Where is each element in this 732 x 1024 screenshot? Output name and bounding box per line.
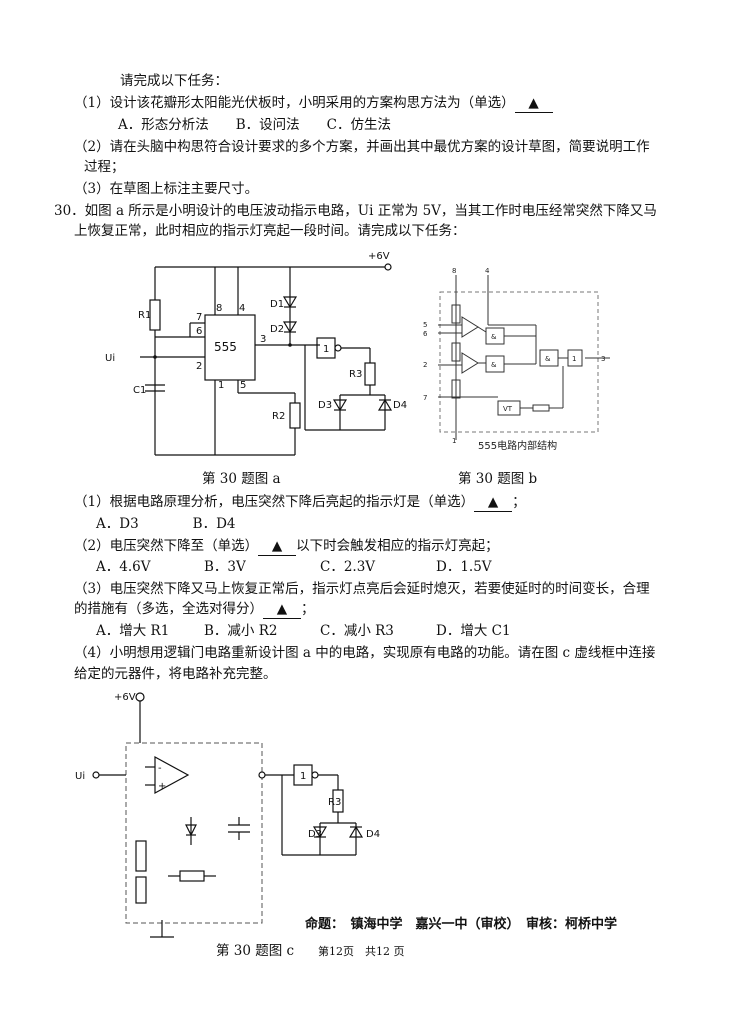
label-pin5: 5 bbox=[240, 380, 246, 391]
label-chip: 555 bbox=[214, 340, 237, 354]
label-ui: Ui bbox=[105, 353, 115, 364]
label-d3: D3 bbox=[318, 400, 332, 411]
pin-1-label: 1 bbox=[452, 437, 456, 445]
figure-c-circuit: +6V Ui - + 1 R3 D3 D4 bbox=[75, 692, 380, 938]
q30-line2: 上恢复正常，此时相应的指示灯亮起一段时间。请完成以下任务： bbox=[74, 223, 466, 239]
pin-5-label: 5 bbox=[423, 321, 427, 329]
label-pin1: 1 bbox=[218, 380, 224, 391]
pin-7-label: 7 bbox=[423, 394, 427, 402]
q30-sub4-line1: （4）小明想用逻辑门电路重新设计图 a 中的电路，实现原有电路的功能。请在图 c… bbox=[74, 645, 656, 661]
caption-figure-a: 第 30 题图 a bbox=[202, 471, 281, 487]
not-gate-label: 1 bbox=[572, 355, 576, 363]
q30-sub3-opt-d: D．增大 C1 bbox=[436, 623, 511, 639]
caption-figure-c: 第 30 题图 c bbox=[216, 943, 295, 959]
pin-2-label: 2 bbox=[423, 361, 427, 369]
label-d4: D4 bbox=[393, 400, 407, 411]
label-c-ui: Ui bbox=[75, 771, 85, 782]
q30-sub1-options: A．D3 B．D4 bbox=[96, 516, 236, 532]
answer-blank[interactable]: ▲ bbox=[258, 537, 297, 556]
q30-sub2-opt-d: D．1.5V bbox=[436, 559, 492, 575]
label-pin8: 8 bbox=[216, 303, 222, 314]
credits: 命题： 镇海中学 嘉兴一中（审校） 审核：柯桥中学 bbox=[305, 917, 618, 932]
pin-6-label: 6 bbox=[423, 330, 428, 338]
label-d2: D2 bbox=[270, 324, 284, 335]
label-gate: 1 bbox=[323, 344, 329, 355]
label-c-d3: D3 bbox=[308, 829, 322, 840]
label-r1: R1 bbox=[138, 310, 151, 321]
label-c1: C1 bbox=[133, 385, 146, 396]
label-pin2: 2 bbox=[196, 361, 202, 372]
q30-sub2-opt-c: C．2.3V bbox=[320, 559, 376, 575]
answer-blank[interactable]: ▲ bbox=[514, 94, 553, 113]
q30-sub3-opt-b: B．减小 R2 bbox=[204, 623, 278, 639]
q29-sub1-options: A．形态分析法 B．设问法 C．仿生法 bbox=[118, 117, 391, 133]
q30-sub3-opt-c: C．减小 R3 bbox=[320, 623, 394, 639]
q30-sub2-opt-a: A．4.6V bbox=[96, 559, 151, 575]
q30-sub3-opt-a: A．增大 R1 bbox=[96, 623, 170, 639]
figure-a-circuit: +6V R1 C1 Ui 555 8 4 7 6 2 1 5 3 D1 D2 1… bbox=[105, 251, 407, 456]
caption-figure-b: 第 30 题图 b bbox=[458, 471, 538, 487]
and-gate-1-label: & bbox=[491, 333, 497, 341]
q29-sub1: （1）设计该花瓣形太阳能光伏板时，小明采用的方案构思方法为（单选）▲ bbox=[74, 94, 553, 113]
label-r2: R2 bbox=[272, 411, 285, 422]
label-c-d4: D4 bbox=[366, 829, 380, 840]
label-c-plus: + bbox=[158, 781, 166, 792]
label-c-r3: R3 bbox=[328, 797, 341, 808]
vt-label: VT bbox=[503, 405, 513, 413]
pin-3-label: 3 bbox=[601, 355, 605, 363]
pin-8-label: 8 bbox=[452, 267, 456, 275]
q30-sub3-line2: 的措施有（多选，全选对得分）▲； bbox=[74, 600, 315, 619]
label-c-minus: - bbox=[158, 763, 162, 774]
q30-sub1: （1）根据电路原理分析，电压突然下降后亮起的指示灯是（单选）▲； bbox=[74, 493, 526, 512]
pin-4-label: 4 bbox=[485, 267, 490, 275]
label-supply: +6V bbox=[368, 251, 390, 262]
label-pin4: 4 bbox=[239, 303, 245, 314]
internal-caption: 555电路内部结构 bbox=[478, 439, 557, 452]
answer-blank[interactable]: ▲ bbox=[474, 493, 513, 512]
figure-b-555-internal: 8 4 5 6 2 7 3 1 & & & 1 VT 555电路内部结构 bbox=[423, 267, 610, 452]
label-pin3: 3 bbox=[260, 334, 266, 345]
answer-blank[interactable]: ▲ bbox=[263, 600, 301, 619]
label-pin6: 6 bbox=[196, 326, 202, 337]
label-pin7: 7 bbox=[196, 312, 202, 323]
label-c-gate: 1 bbox=[300, 771, 306, 782]
q30-sub2-opt-b: B．3V bbox=[204, 559, 246, 575]
page-number: 第12页 共12 页 bbox=[318, 945, 405, 958]
and-gate-3-label: & bbox=[545, 355, 551, 363]
and-gate-2-label: & bbox=[491, 361, 497, 369]
label-r3: R3 bbox=[349, 369, 362, 380]
q30-line1: 30．如图 a 所示是小明设计的电压波动指示电路，Ui 正常为 5V，当其工作时… bbox=[54, 203, 657, 219]
q29-intro: 请完成以下任务： bbox=[120, 73, 228, 89]
q30-sub3-line1: （3）电压突然下降又马上恢复正常后，指示灯点亮后会延时熄灭，若要使延时的时间变长… bbox=[74, 581, 650, 597]
label-d1: D1 bbox=[270, 299, 284, 310]
q29-sub2-line1: （2）请在头脑中构思符合设计要求的多个方案，并画出其中最优方案的设计草图，简要说… bbox=[74, 139, 650, 155]
label-c-supply: +6V bbox=[114, 692, 136, 703]
q29-sub2-line2: 过程； bbox=[84, 159, 125, 175]
q30-sub4-line2: 给定的元器件，将电路补充完整。 bbox=[74, 666, 277, 682]
q30-sub2: （2）电压突然下降至（单选）▲以下时会触发相应的指示灯亮起； bbox=[74, 537, 499, 556]
q29-sub3: （3）在草图上标注主要尺寸。 bbox=[74, 181, 259, 197]
